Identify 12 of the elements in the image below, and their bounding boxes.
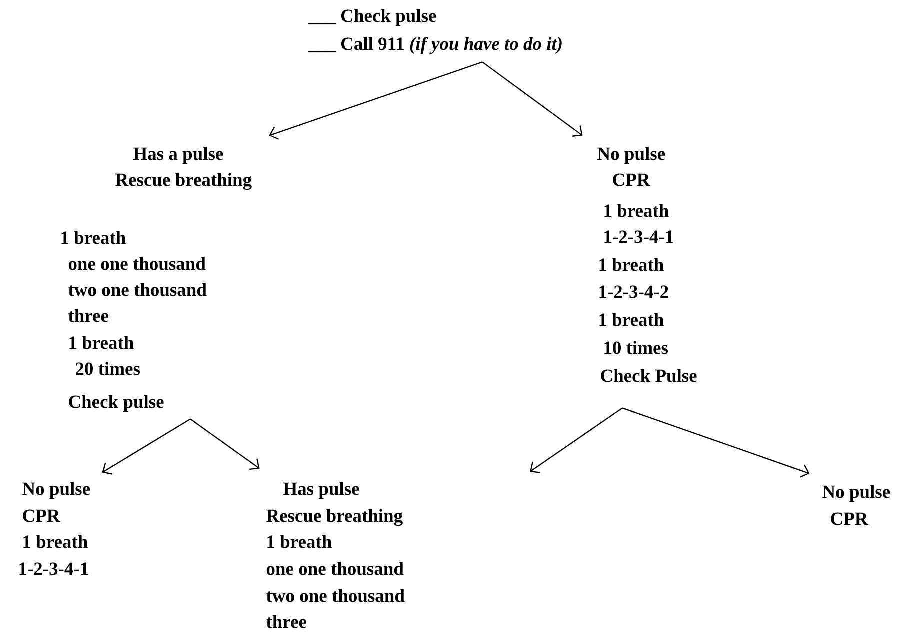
- step-text: No pulse CPR 1 breath 1-2-3-4-1 1 breath 1-2-3-4-2 1 breath 10 times Check Pulse: [598, 147, 697, 382]
- step-text: No pulse CPR: [822, 485, 890, 526]
- step-text: Has pulse Rescue breathing 1 breath one one thousand two one thousand three: [266, 482, 405, 628]
- arrow: [269, 62, 483, 140]
- arrow: [190, 418, 260, 470]
- step-text: ___ Check pulse ___ Call 911 (if you have to do it): [308, 9, 562, 54]
- arrow: [102, 418, 191, 475]
- step-text: Has a pulse Rescue breathing 1 breath one one thousand two one thousand three 1 breath 20 times Check pulse: [62, 147, 252, 412]
- arrow: [530, 408, 623, 474]
- step-text: No pulse CPR 1 breath 1-2-3-4-1: [20, 482, 90, 576]
- arrow: [482, 62, 583, 137]
- arrow: [622, 408, 810, 478]
